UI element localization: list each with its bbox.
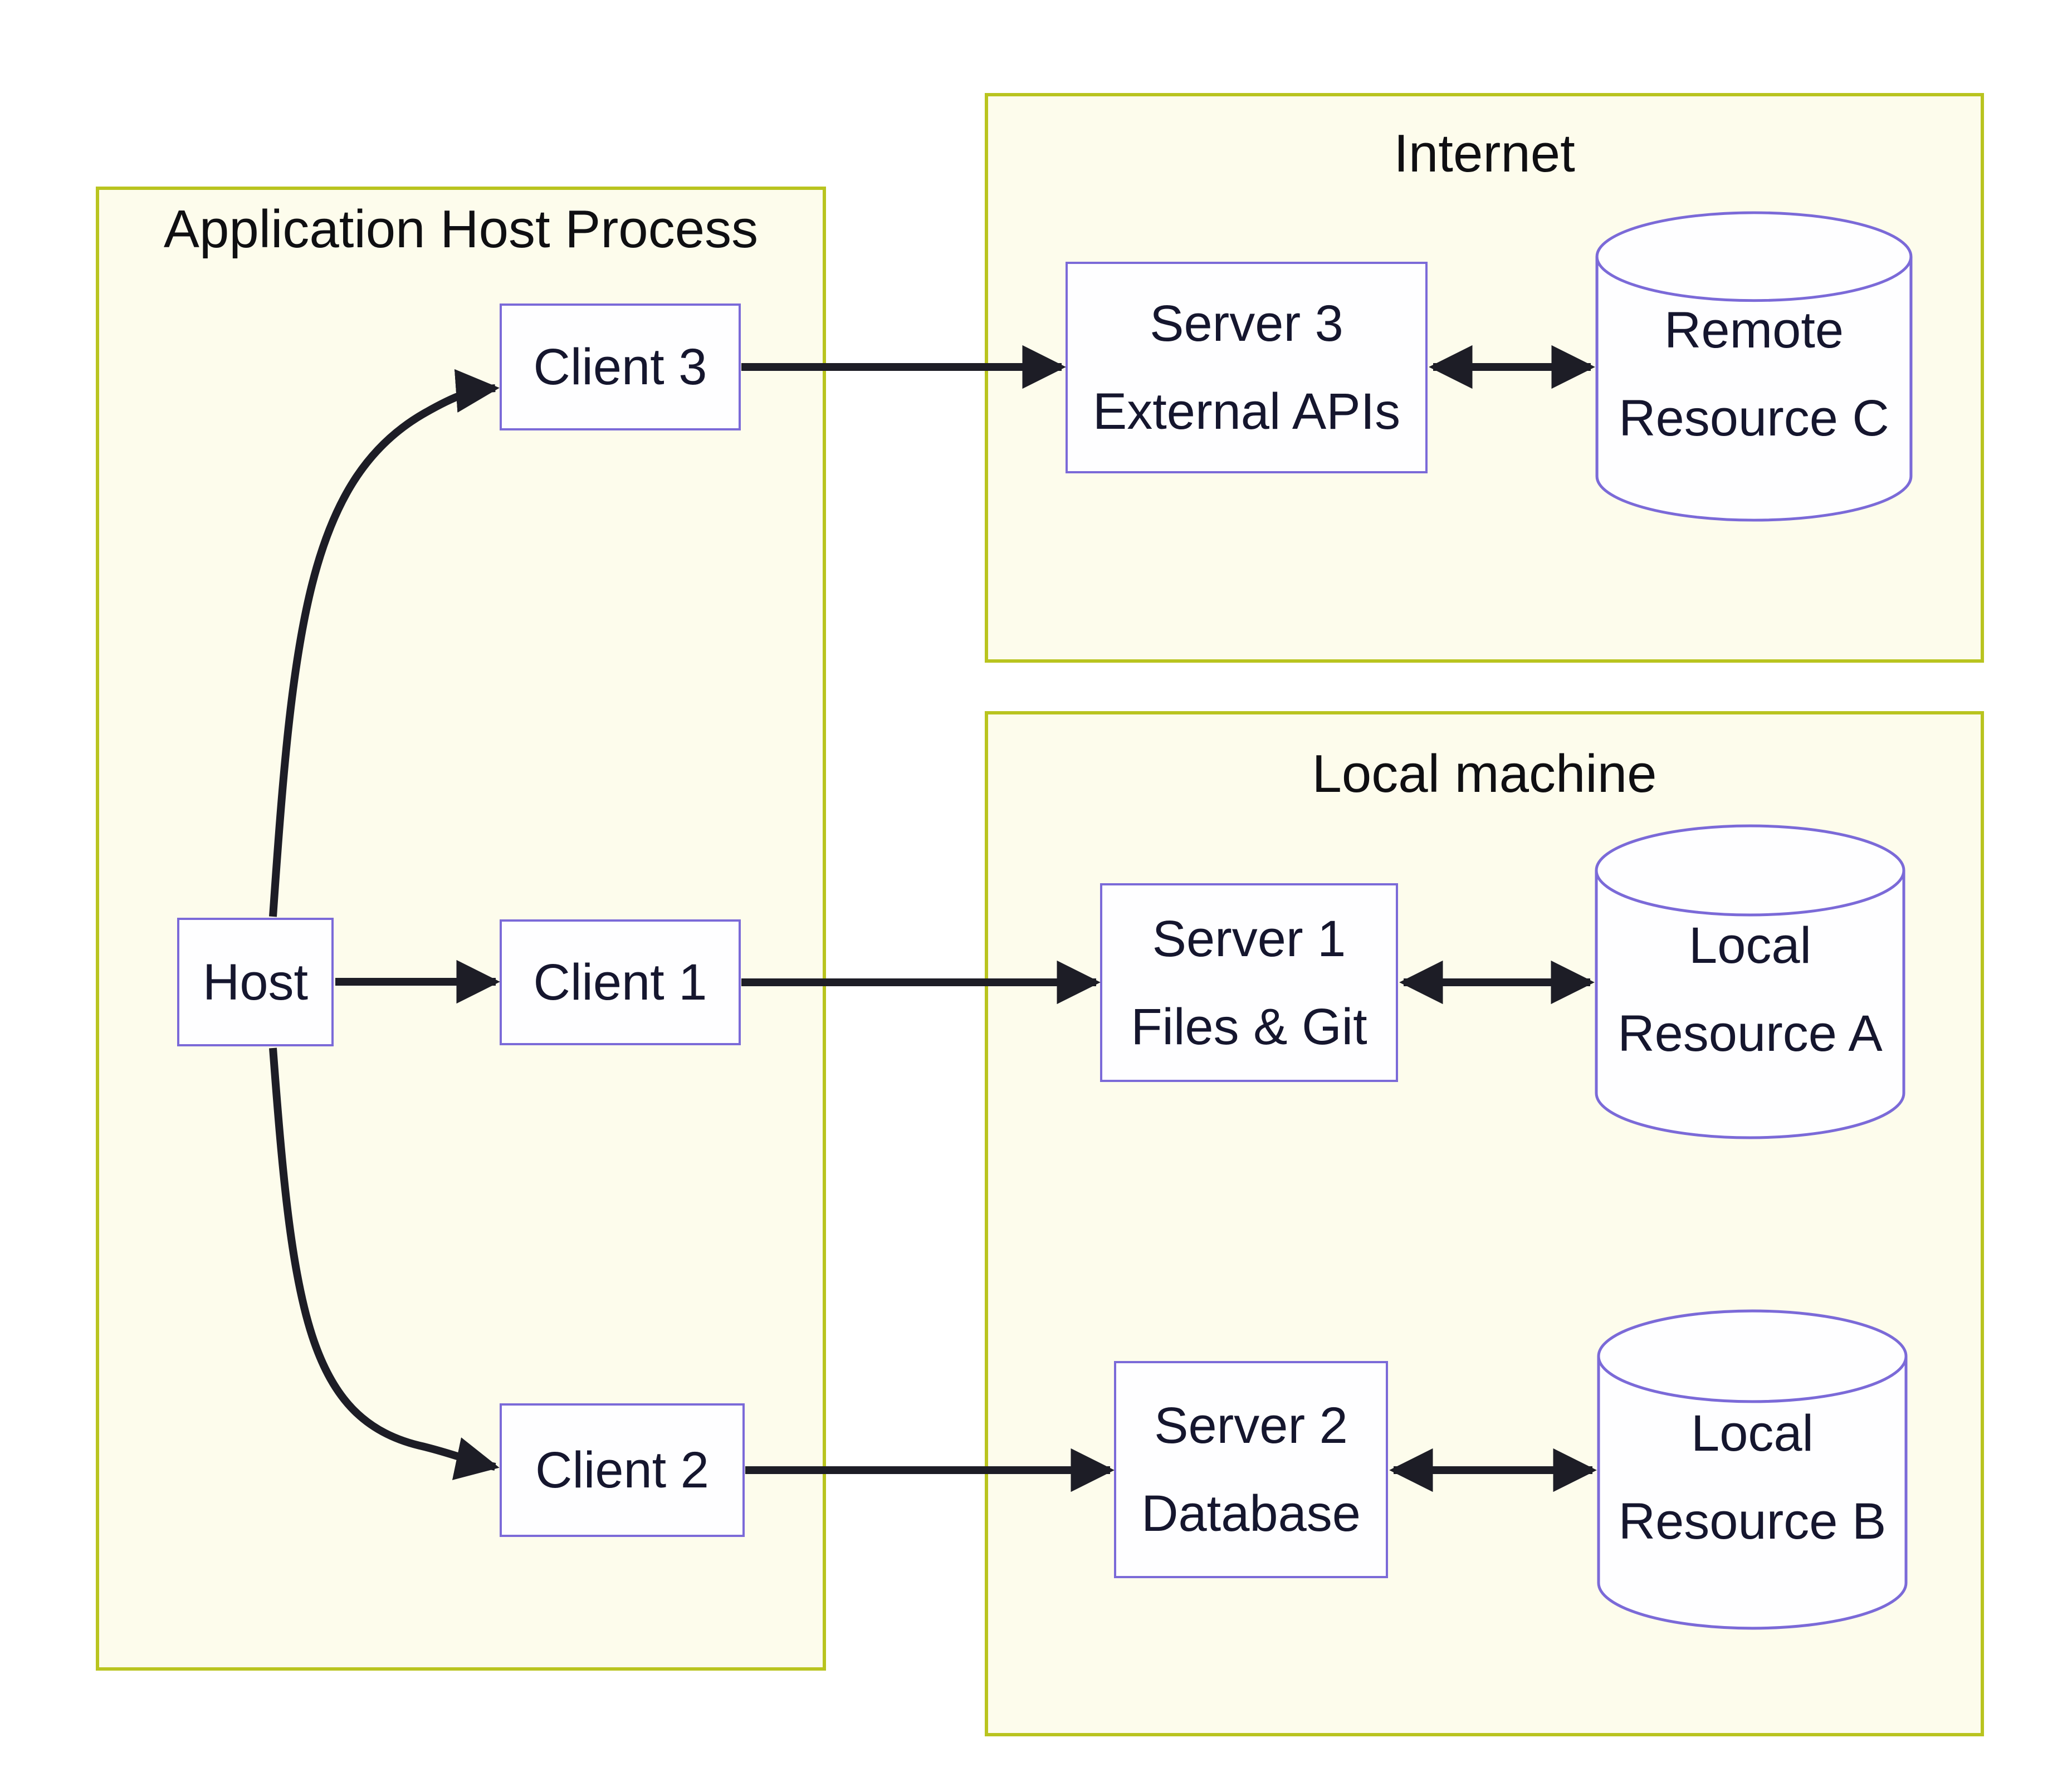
node-server-1-title: Server 1 [1152, 910, 1346, 967]
node-client-3: Client 3 [500, 303, 741, 430]
node-local-resource-a-label: Local Resource A [1617, 917, 1883, 1062]
node-server-2: Server 2 Database [1114, 1361, 1388, 1578]
database-cylinder-icon [1595, 824, 1905, 1139]
node-client-1: Client 1 [500, 919, 741, 1045]
node-remote-resource-c: Remote Resource C [1595, 210, 1913, 523]
node-server-3-title: Server 3 [1150, 295, 1343, 352]
node-server-3-subtitle: External APIs [1092, 383, 1401, 440]
database-cylinder-icon [1597, 1309, 1908, 1630]
database-cylinder-icon [1595, 211, 1913, 522]
node-host: Host [177, 918, 334, 1046]
container-label-application-host-process: Application Host Process [163, 199, 759, 259]
node-server-2-subtitle: Database [1141, 1485, 1361, 1542]
node-host-label: Host [202, 953, 309, 1011]
node-client-3-label: Client 3 [533, 339, 707, 395]
container-label-internet: Internet [1394, 124, 1575, 183]
node-server-1: Server 1 Files & Git [1100, 883, 1398, 1082]
node-client-2-label: Client 2 [535, 1442, 709, 1499]
container-label-local-machine: Local machine [1312, 744, 1657, 804]
node-server-1-subtitle: Files & Git [1131, 998, 1367, 1055]
node-server-2-title: Server 2 [1154, 1397, 1348, 1454]
node-server-3: Server 3 External APIs [1066, 262, 1428, 473]
node-client-1-label: Client 1 [533, 954, 707, 1011]
node-local-resource-b-label: Local Resource B [1618, 1405, 1887, 1550]
node-client-2: Client 2 [500, 1403, 745, 1537]
node-local-resource-a: Local Resource A [1594, 824, 1906, 1141]
node-local-resource-b: Local Resource B [1596, 1309, 1908, 1632]
node-remote-resource-c-label: Remote Resource C [1619, 302, 1889, 447]
